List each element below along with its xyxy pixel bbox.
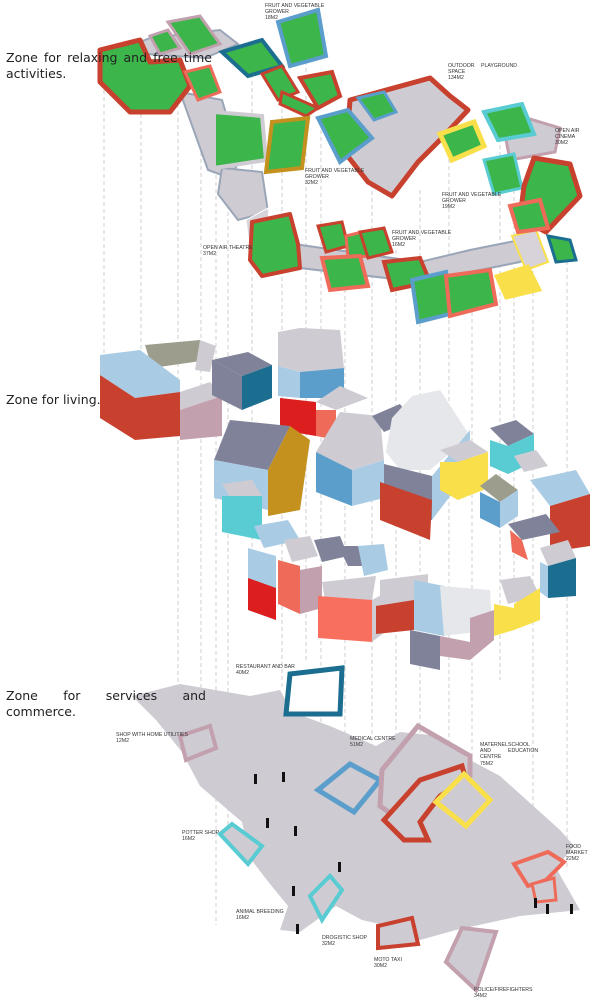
zone-services-title: Zone for services and commerce.: [6, 688, 206, 719]
label-maternel: MATERNEL AND CENTRE 75M2: [480, 742, 508, 767]
label-open-air-cinema: OPEN AIR CINEMA 30M2: [555, 128, 580, 147]
label-fruit-grower-top: FRUIT AND VEGETABLE GROWER 18M2: [265, 3, 325, 22]
label-animal: ANIMAL BREEDING 16M2: [236, 909, 284, 922]
label-school: SCHOOL EDUCATION: [508, 742, 539, 755]
zone-living-title: Zone for living.: [6, 392, 101, 407]
zone-relax-title: Zone for relaxing and free time activiti…: [6, 50, 212, 81]
label-medical: MEDICAL CENTRE 51M2: [350, 736, 396, 749]
support-posts: [254, 772, 573, 934]
label-food-market: FOOD MARKET 22M2: [566, 844, 588, 863]
services-layer: [132, 665, 580, 994]
label-potter: POTTER SHOP 16M2: [182, 830, 220, 843]
label-drogistic: DROGISTIC SHOP 32M2: [322, 935, 367, 948]
relax-layer: [97, 7, 583, 325]
label-open-air-theatre: OPEN AIR THEATRE 37M2: [203, 245, 253, 258]
label-restaurant: RESTAURANT AND BAR 40M2: [236, 664, 295, 677]
label-fruit-grower-mid: FRUIT AND VEGETABLE GROWER 32M2: [305, 168, 365, 187]
label-shop-home: SHOP WITH HOME UTILITIES 12M2: [116, 732, 188, 745]
label-police: POLICE/FIREFIGHTERS 34M2: [474, 987, 533, 1000]
label-fruit-grower-low: FRUIT AND VEGETABLE GROWER 16M2: [392, 230, 452, 249]
label-fruit-grower-right: FRUIT AND VEGETABLE GROWER 19M2: [442, 192, 502, 211]
label-moto-taxi: MOTO TAXI 30M2: [374, 957, 402, 970]
label-outdoor-space: OUTDOOR SPACE 134M2: [448, 63, 475, 82]
living-layer: [100, 328, 590, 670]
label-playground: PLAYGROUND: [481, 63, 517, 69]
